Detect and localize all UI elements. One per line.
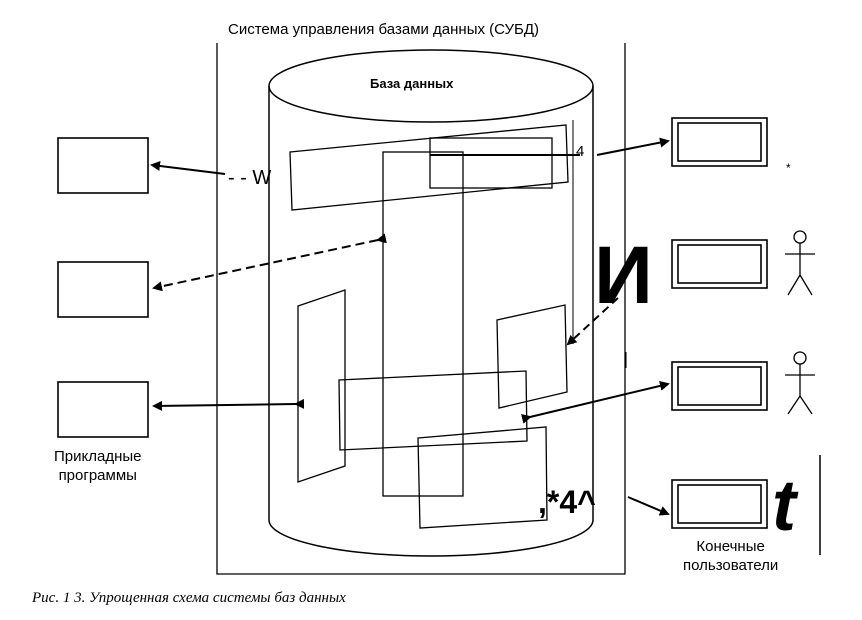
end-users-label-line2: пользователи: [683, 557, 779, 574]
scan-mark-t: t: [772, 466, 796, 546]
data-object-bottom: [417, 426, 548, 529]
data-object-vertical: [382, 151, 464, 497]
scan-mark-bottom: ,*4^: [538, 484, 596, 520]
terminal-1: [671, 117, 768, 167]
dbms-boundary: [216, 43, 626, 575]
terminal-3: [671, 361, 768, 411]
data-object-right: [496, 304, 568, 409]
arrow-user-2: [566, 297, 619, 346]
arrow-app-3: [152, 398, 305, 411]
scan-mark-star: *: [786, 161, 791, 175]
scan-mark-w: - - W: [228, 167, 272, 189]
end-users-label-line1: Конечные: [696, 538, 765, 555]
terminal-4: [671, 479, 768, 529]
data-object-top-right: [429, 137, 553, 189]
user-figure-2: [785, 351, 815, 415]
application-box-2: [57, 261, 149, 318]
data-object-top: [289, 124, 569, 211]
scan-mark-4: 4: [576, 143, 585, 160]
application-box-1: [57, 137, 149, 194]
terminal-2: [671, 239, 768, 289]
applications-label-line2: программы: [58, 467, 137, 484]
data-object-left: [297, 289, 346, 483]
arrow-user-3: [521, 380, 670, 424]
arrow-user-4: [627, 496, 670, 516]
end-users-label: Конечные пользователи: [683, 537, 778, 575]
user-figure-1: [785, 230, 815, 296]
scan-mark-big-letter: И: [594, 230, 653, 321]
arrow-user-1: [430, 141, 668, 156]
arrow-app-1: [150, 161, 226, 175]
figure-caption: Рис. 1 3. Упрощенная схема системы баз д…: [32, 590, 346, 606]
dbms-title: Система управления базами данных (СУБД): [225, 21, 543, 38]
data-object-middle: [338, 370, 528, 451]
database-cylinder-body: [268, 86, 594, 557]
applications-label: Прикладные программы: [54, 447, 142, 485]
database-label: База данных: [370, 76, 454, 91]
arrow-app-2: [152, 233, 387, 292]
applications-label-line1: Прикладные: [54, 448, 142, 465]
application-box-3: [57, 381, 149, 438]
